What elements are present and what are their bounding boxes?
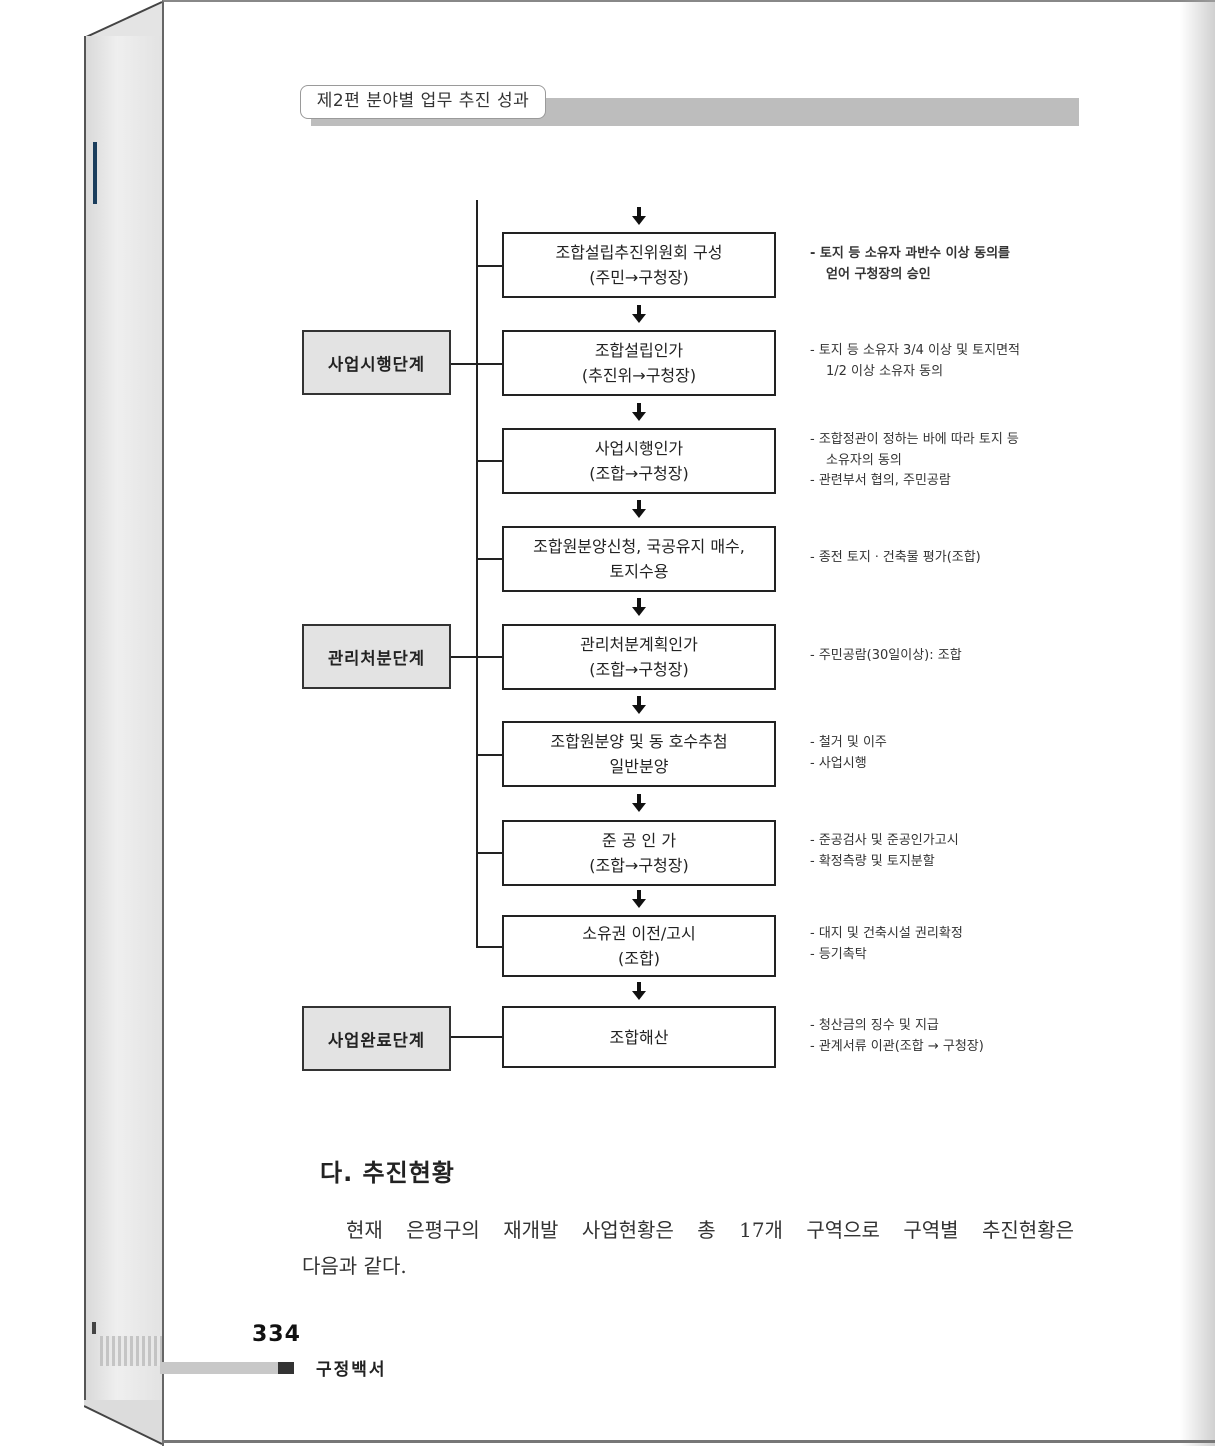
- step-note: - 청산금의 징수 및 지급 - 관계서류 이관(조합 → 구청장): [810, 1016, 984, 1057]
- step-note: - 토지 등 소유자 과반수 이상 동의를 얻어 구청장의 승인: [810, 244, 1010, 285]
- process-step-committee: 조합설립추진위원회 구성 (주민→구청장): [502, 232, 776, 298]
- page-number: 334: [252, 1322, 301, 1347]
- process-step-association-approval: 조합설립인가 (추진위→구청장): [502, 330, 776, 396]
- note-line: - 토지 등 소유자 과반수 이상 동의를: [810, 246, 1010, 261]
- step-title: 준 공 인 가: [601, 831, 677, 850]
- step-subtitle: (조합→구청장): [589, 660, 689, 679]
- note-line: 얻어 구청장의 승인: [826, 266, 931, 282]
- step-note: - 대지 및 건축시설 권리확정 - 등기촉탁: [810, 924, 963, 965]
- down-arrow-icon: [632, 305, 646, 323]
- down-arrow-icon: [632, 890, 646, 908]
- connector-branch: [451, 656, 502, 658]
- chapter-tab: 제2편 분야별 업무 추진 성과: [300, 85, 546, 119]
- step-title: 조합설립추진위원회 구성: [555, 243, 723, 262]
- step-title: 조합원분양 및 동 호수추첨: [550, 732, 728, 751]
- process-step-ownership-transfer: 소유권 이전/고시 (조합): [502, 915, 776, 977]
- note-line: - 등기촉탁: [810, 946, 867, 962]
- connector-branch: [476, 754, 502, 756]
- step-subtitle: (주민→구청장): [589, 268, 689, 287]
- step-title: 소유권 이전/고시: [582, 924, 696, 943]
- step-note: - 준공검사 및 준공인가고시 - 확정측량 및 토지분할: [810, 831, 959, 872]
- body-line: 다음과 같다.: [302, 1254, 407, 1278]
- connector-branch: [451, 1036, 502, 1038]
- process-step-completion-approval: 준 공 인 가 (조합→구청장): [502, 820, 776, 886]
- step-subtitle: (조합→구청장): [589, 856, 689, 875]
- stage-label-implementation: 사업시행단계: [302, 330, 451, 395]
- process-step-management-plan: 관리처분계획인가 (조합→구청장): [502, 624, 776, 690]
- note-line: - 사업시행: [810, 755, 867, 771]
- connector-branch: [476, 265, 502, 267]
- step-note: - 철거 및 이주 - 사업시행: [810, 733, 887, 774]
- process-step-unit-allocation: 조합원분양 및 동 호수추첨 일반분양: [502, 721, 776, 787]
- down-arrow-icon: [632, 982, 646, 1000]
- down-arrow-icon: [632, 500, 646, 518]
- note-line: - 주민공람(30일이상): 조합: [810, 648, 962, 663]
- note-line: - 준공검사 및 준공인가고시: [810, 833, 959, 848]
- body-paragraph: 현재 은평구의 재개발 사업현황은 총 17개 구역으로 구역별 추진현황은 다…: [302, 1212, 1074, 1284]
- footer-bar: [160, 1362, 278, 1374]
- connector-trunk: [476, 200, 478, 946]
- section-heading: 다. 추진현황: [320, 1159, 455, 1187]
- connector-branch: [451, 363, 502, 365]
- step-subtitle: 일반분양: [609, 757, 669, 776]
- stage-label-management: 관리처분단계: [302, 624, 451, 689]
- process-step-dissolution: 조합해산: [502, 1006, 776, 1068]
- step-note: - 조합정관이 정하는 바에 따라 토지 등 소유자의 동의 - 관련부서 협의…: [810, 430, 1019, 492]
- step-title: 사업시행인가: [594, 439, 684, 458]
- note-line: - 종전 토지ㆍ건축물 평가(조합): [810, 550, 981, 565]
- note-line: - 관계서류 이관(조합 → 구청장): [810, 1038, 984, 1054]
- note-line: - 조합정관이 정하는 바에 따라 토지 등: [810, 432, 1019, 447]
- note-line: - 청산금의 징수 및 지급: [810, 1018, 939, 1033]
- connector-branch: [476, 852, 502, 854]
- book-spine-bottom: [84, 1400, 164, 1445]
- publication-title: 구정백서: [316, 1360, 387, 1380]
- spine-marker: [93, 142, 97, 204]
- body-line: 현재 은평구의 재개발 사업현황은 총 17개 구역으로 구역별 추진현황은: [346, 1218, 1074, 1242]
- step-title: 관리처분계획인가: [580, 635, 698, 654]
- process-step-project-approval: 사업시행인가 (조합→구청장): [502, 428, 776, 494]
- down-arrow-icon: [632, 598, 646, 616]
- down-arrow-icon: [632, 403, 646, 421]
- step-title: 조합원분양신청, 국공유지 매수,: [533, 537, 745, 556]
- spine-stripe: [100, 1336, 162, 1366]
- note-line: 소유자의 동의: [826, 452, 902, 468]
- connector-branch: [476, 946, 502, 948]
- down-arrow-icon: [632, 207, 646, 225]
- step-note: - 주민공람(30일이상): 조합: [810, 646, 962, 667]
- connector-branch: [476, 460, 502, 462]
- down-arrow-icon: [632, 794, 646, 812]
- note-line: - 확정측량 및 토지분할: [810, 853, 935, 869]
- connector-branch: [476, 558, 502, 560]
- step-subtitle: (조합): [618, 949, 660, 968]
- step-note: - 종전 토지ㆍ건축물 평가(조합): [810, 548, 981, 569]
- step-title: 조합해산: [609, 1027, 669, 1047]
- stage-label-completion: 사업완료단계: [302, 1006, 451, 1071]
- page-edge-shadow: [1180, 0, 1215, 1446]
- note-line: - 토지 등 소유자 3/4 이상 및 토지면적: [810, 343, 1021, 358]
- note-line: - 관련부서 협의, 주민공람: [810, 473, 951, 488]
- page-bottom-edge: [162, 1440, 1215, 1443]
- footer-block: [278, 1362, 294, 1374]
- step-subtitle: 토지수용: [609, 562, 669, 581]
- note-line: - 철거 및 이주: [810, 735, 887, 750]
- process-step-land-acquisition: 조합원분양신청, 국공유지 매수, 토지수용: [502, 526, 776, 592]
- down-arrow-icon: [632, 696, 646, 714]
- spine-dash: [92, 1322, 96, 1334]
- book-spine: [84, 36, 164, 1406]
- book-spine-top: [84, 1, 164, 40]
- note-line: - 대지 및 건축시설 권리확정: [810, 926, 963, 941]
- step-subtitle: (조합→구청장): [589, 464, 689, 483]
- step-subtitle: (추진위→구청장): [581, 366, 697, 385]
- note-line: 1/2 이상 소유자 동의: [826, 363, 944, 379]
- step-note: - 토지 등 소유자 3/4 이상 및 토지면적 1/2 이상 소유자 동의: [810, 341, 1020, 382]
- step-title: 조합설립인가: [594, 341, 684, 360]
